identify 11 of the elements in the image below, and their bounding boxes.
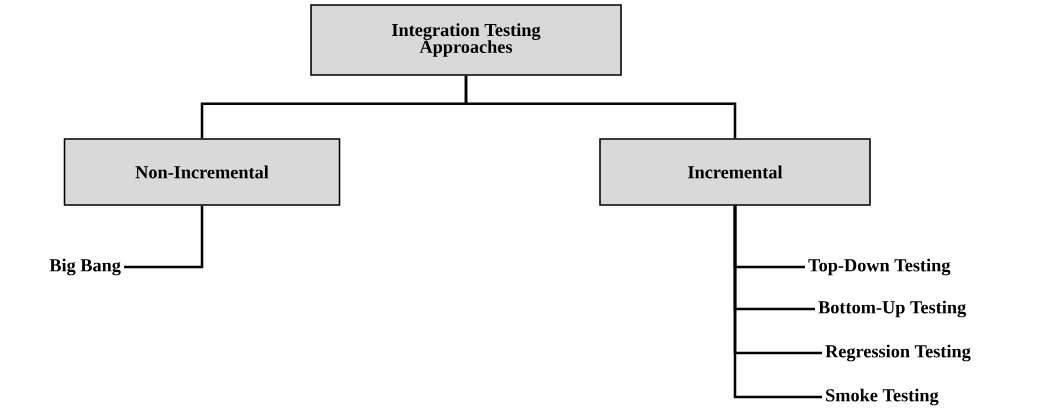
category-box: Integration Testing Approaches xyxy=(310,4,622,76)
node-label: Bottom-Up Testing xyxy=(818,300,966,318)
node-label: Smoke Testing xyxy=(826,388,939,406)
node-label: Top-Down Testing xyxy=(808,258,951,276)
connector-line xyxy=(124,205,204,269)
connector-line xyxy=(464,75,737,139)
node-label: Regression Testing xyxy=(825,344,971,362)
connector-line xyxy=(733,205,822,399)
node-label: Big Bang xyxy=(49,258,121,276)
category-box: Incremental xyxy=(599,138,871,206)
category-box: Non-Incremental xyxy=(63,138,341,206)
